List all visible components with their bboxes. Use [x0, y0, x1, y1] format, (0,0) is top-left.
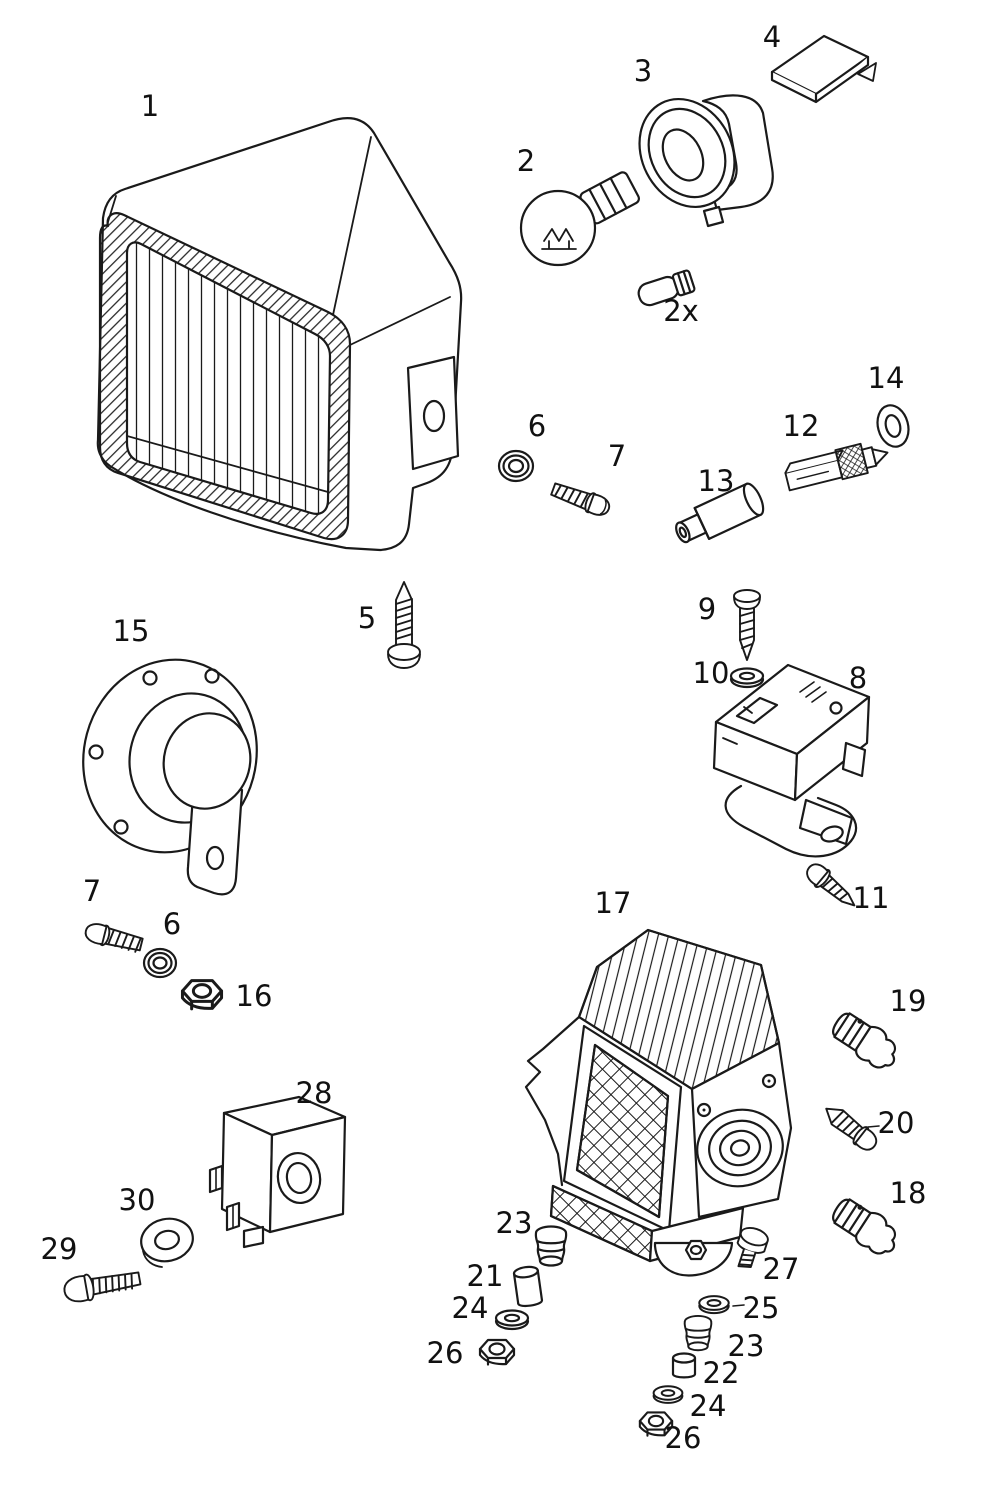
- callout-7b: 7: [83, 874, 101, 908]
- part-washer-6a: [497, 449, 535, 483]
- part-bulb-holder-12: [784, 442, 889, 492]
- callout-11: 11: [853, 881, 890, 915]
- callout-27: 27: [763, 1252, 800, 1286]
- callout-26a: 26: [427, 1336, 464, 1370]
- callout-14: 14: [868, 361, 905, 395]
- callout-12: 12: [783, 409, 820, 443]
- part-washer-24b: [652, 1385, 684, 1404]
- callout-15: 15: [113, 614, 150, 648]
- callout-7a: 7: [608, 439, 626, 473]
- part-nut-26a: [478, 1338, 516, 1366]
- callout-6b: 6: [163, 907, 181, 941]
- callout-26b: 26: [665, 1421, 702, 1455]
- callout-6a: 6: [528, 409, 546, 443]
- callout-21: 21: [467, 1259, 504, 1293]
- callout-18: 18: [890, 1176, 927, 1210]
- part-screw-5: [387, 581, 421, 669]
- part-connector-plate: [770, 34, 877, 104]
- callout-5: 5: [358, 601, 376, 635]
- part-sleeve-22: [671, 1352, 697, 1379]
- callout-28: 28: [296, 1076, 333, 1110]
- callout-25: 25: [743, 1291, 780, 1325]
- callout-labels: 1 2 3 4 2x 6 7 13 12 14 5 15 9 10 8 11 7…: [41, 20, 927, 1455]
- callout-8: 8: [849, 661, 867, 695]
- callout-10: 10: [693, 656, 730, 690]
- callout-19: 19: [890, 984, 927, 1018]
- part-washer-14: [876, 404, 910, 448]
- callout-29: 29: [41, 1232, 78, 1266]
- callout-23b: 23: [728, 1329, 765, 1363]
- part-screw-7a: [550, 482, 611, 516]
- part-relay-8: [712, 663, 871, 858]
- callout-20: 20: [878, 1106, 915, 1140]
- callout-3: 3: [634, 54, 652, 88]
- part-bulb-large: [519, 171, 640, 267]
- part-bulb-small: [637, 269, 696, 307]
- leader-lines: [732, 1125, 880, 1307]
- part-screw-11: [806, 863, 856, 907]
- callout-24a: 24: [452, 1291, 489, 1325]
- part-screw-29: [63, 1271, 142, 1303]
- part-washer-10: [729, 667, 765, 689]
- part-nut-16: [180, 979, 224, 1011]
- part-washer-6b: [142, 947, 178, 979]
- part-spacer-21: [512, 1265, 544, 1308]
- part-screw-7b: [84, 923, 144, 953]
- callout-2: 2: [517, 144, 535, 178]
- part-washer-25: [698, 1295, 730, 1315]
- callout-24b: 24: [690, 1389, 727, 1423]
- part-turn-signal-lamp: [524, 928, 793, 1277]
- part-flasher-28: [208, 1095, 347, 1249]
- part-grommet-30: [140, 1217, 194, 1268]
- part-screw-9: [733, 589, 761, 661]
- callout-2x: 2x: [663, 294, 699, 328]
- callout-13: 13: [698, 464, 735, 498]
- part-grommet-23a: [534, 1225, 568, 1267]
- callout-1: 1: [141, 89, 159, 123]
- part-washer-24a: [494, 1309, 530, 1331]
- callout-9: 9: [698, 592, 716, 626]
- callout-22: 22: [703, 1356, 740, 1390]
- part-horn: [82, 658, 258, 896]
- part-headlamp: [96, 117, 463, 552]
- callout-16: 16: [236, 979, 273, 1013]
- part-grommet-23b: [683, 1314, 713, 1352]
- part-bolt-27: [736, 1226, 769, 1269]
- part-sleeve-13: [675, 482, 765, 544]
- callout-17: 17: [595, 886, 632, 920]
- callout-23a: 23: [496, 1206, 533, 1240]
- callout-4: 4: [763, 20, 781, 54]
- part-bulb-socket: [638, 94, 774, 228]
- callout-30: 30: [119, 1183, 156, 1217]
